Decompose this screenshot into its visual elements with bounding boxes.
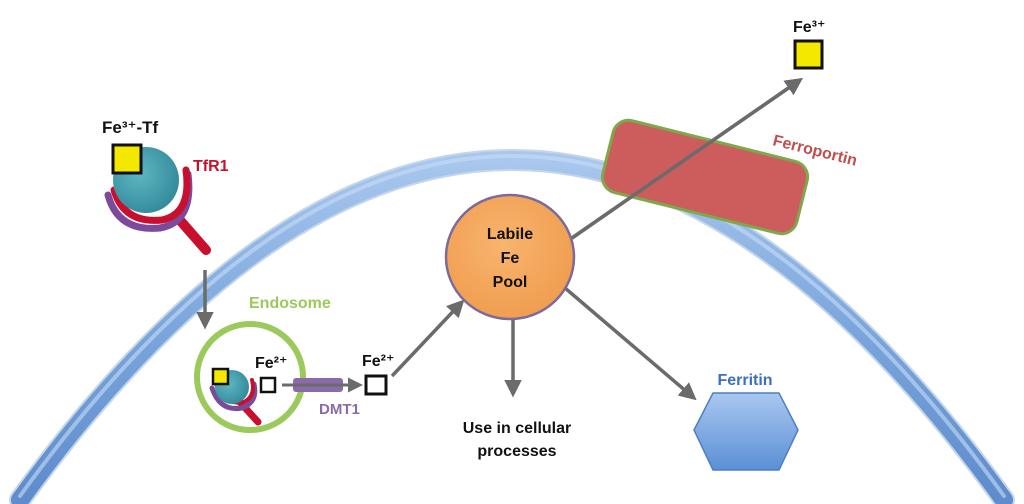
- arrow-pool-to-ferritin: [563, 286, 697, 401]
- tfr1-receptor: [104, 166, 211, 255]
- dmt1-label: DMT1: [319, 401, 360, 418]
- fe3-tf-iron-icon: [111, 143, 143, 175]
- endosome-fe2-label: Fe²⁺: [255, 355, 287, 372]
- tfr1-label: TfR1: [193, 158, 229, 175]
- fe3-exported-label: Fe³⁺: [793, 19, 825, 36]
- endosome: [194, 321, 306, 433]
- endosome-fe2-icon: [259, 376, 277, 394]
- endosome-fe3-icon: [211, 367, 230, 386]
- cytosol-fe2-icon: [364, 374, 388, 396]
- labile-fe-pool: [444, 193, 576, 321]
- use-label-line2: processes: [477, 443, 556, 460]
- pool-label-line2: Fe: [501, 250, 520, 267]
- ferritin-label: Ferritin: [717, 372, 772, 389]
- fe3-tf-label: Fe³⁺-Tf: [102, 118, 159, 137]
- cytosol-fe2-label: Fe²⁺: [362, 353, 394, 370]
- ferritin-shape: [693, 392, 799, 471]
- pool-label-line3: Pool: [493, 274, 528, 291]
- cell-membrane: [9, 149, 1015, 504]
- fe3-exported-icon: [793, 39, 824, 70]
- arrow-fe2-to-pool: [390, 299, 465, 378]
- pool-label-line1: Labile: [487, 226, 533, 243]
- use-label-line1: Use in cellular: [463, 420, 572, 437]
- arrow-export-overlay: [571, 78, 803, 240]
- endosome-label: Endosome: [249, 295, 331, 312]
